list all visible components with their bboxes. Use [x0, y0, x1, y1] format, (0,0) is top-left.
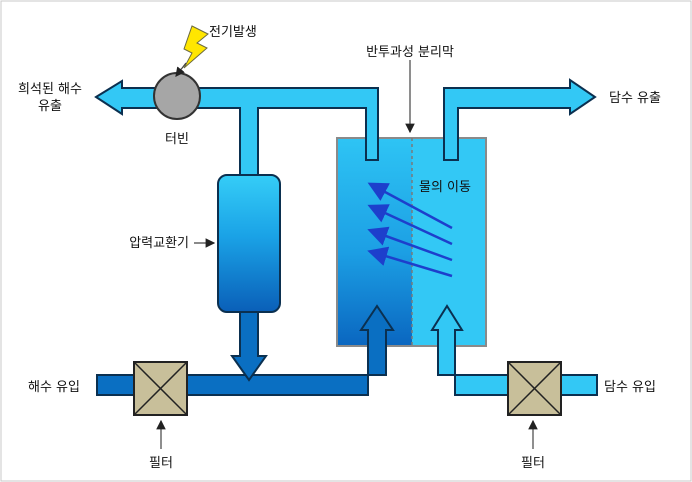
- seawater-in-label: 해수 유입: [28, 380, 80, 395]
- freshwater-in-label: 담수 유입: [604, 380, 656, 395]
- membrane-label: 반투과성 분리막: [366, 45, 454, 60]
- diluted-seawater-label-line1: 희석된 해수: [18, 82, 82, 97]
- power-generation-label: 전기발생: [209, 25, 257, 40]
- filter-left-label: 필터: [149, 456, 173, 471]
- seawater-inlet-pipe: [96, 304, 395, 396]
- filter-left-icon: [133, 361, 188, 416]
- water-movement-label: 물의 이동: [419, 180, 471, 195]
- flow-arrow-3: [367, 226, 453, 262]
- exchanger-vessel: [217, 174, 281, 313]
- water-flow-arrows: [367, 182, 453, 278]
- diluted-seawater-label-line2: 유출: [38, 99, 62, 114]
- turbine-label: 터빈: [165, 132, 189, 147]
- filter-right-icon: [507, 361, 562, 416]
- flow-arrow-4: [367, 246, 453, 278]
- flow-arrow-1: [367, 182, 453, 230]
- membrane-tank: [336, 137, 487, 347]
- turbine-icon: [153, 72, 201, 120]
- filter-right-label: 필터: [521, 456, 545, 471]
- lightning-pointer: [175, 62, 187, 77]
- pressure-exchanger-label: 압력교환기: [129, 236, 189, 251]
- flow-arrow-2: [367, 204, 453, 246]
- exchanger-down-arrow: [230, 311, 268, 382]
- pressure-exchanger: [217, 174, 281, 382]
- fresh-water-out-label: 담수 유출: [609, 91, 661, 106]
- lightning-icon: [183, 25, 209, 69]
- freshwater-outlet-pipe: [443, 78, 597, 161]
